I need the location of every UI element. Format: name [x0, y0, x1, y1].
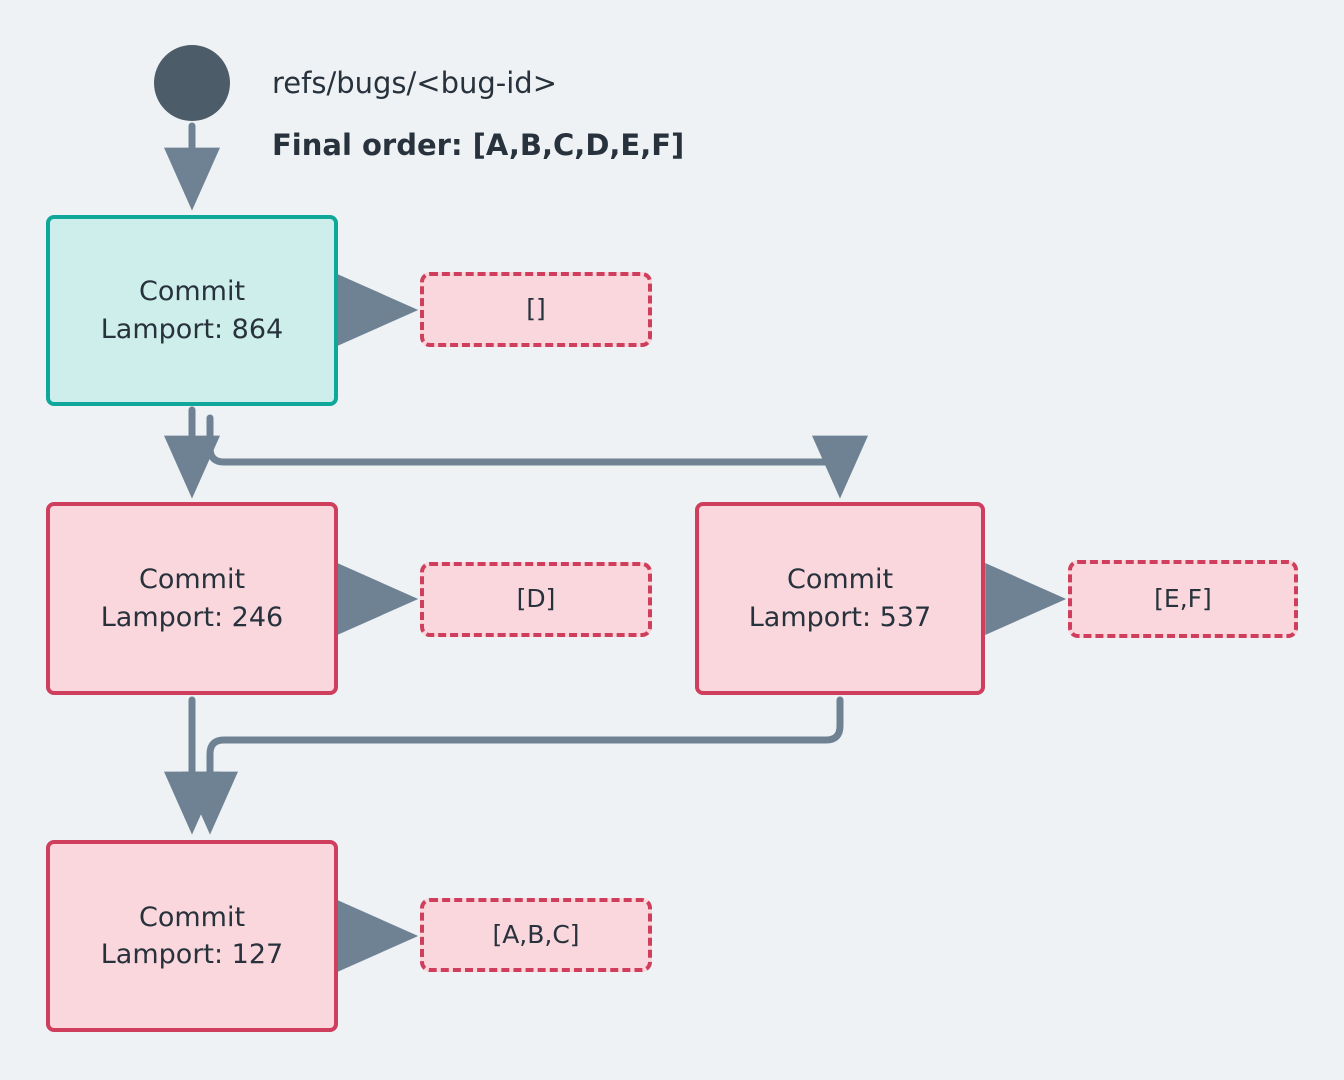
- commit-title: Commit: [138, 564, 246, 596]
- final-order-label: Final order: [A,B,C,D,E,F]: [272, 128, 685, 162]
- commit-lamport: Lamport: 537: [748, 601, 932, 633]
- edge-commit-864-to-commit-537: [206, 414, 868, 499]
- ops-box-0[interactable]: []: [420, 272, 652, 347]
- ops-box-1[interactable]: [D]: [420, 562, 652, 637]
- start-node-dot[interactable]: [154, 45, 230, 121]
- commit-lamport: Lamport: 864: [100, 313, 284, 345]
- edge-commit-537-to-commit-127: [182, 696, 844, 835]
- commit-lamport: Lamport: 246: [100, 601, 284, 633]
- ops-label: []: [526, 294, 546, 324]
- commit-title: Commit: [138, 276, 246, 308]
- ops-box-3[interactable]: [A,B,C]: [420, 898, 652, 972]
- commit-title: Commit: [786, 564, 894, 596]
- ops-label: [D]: [516, 584, 556, 614]
- ops-label: [A,B,C]: [492, 919, 580, 949]
- ops-label: [E,F]: [1154, 583, 1212, 613]
- commit-title: Commit: [138, 901, 246, 933]
- commit-lamport: Lamport: 127: [100, 939, 284, 970]
- ops-box-2[interactable]: [E,F]: [1068, 560, 1298, 638]
- ref-label: refs/bugs/<bug-id>: [272, 66, 558, 100]
